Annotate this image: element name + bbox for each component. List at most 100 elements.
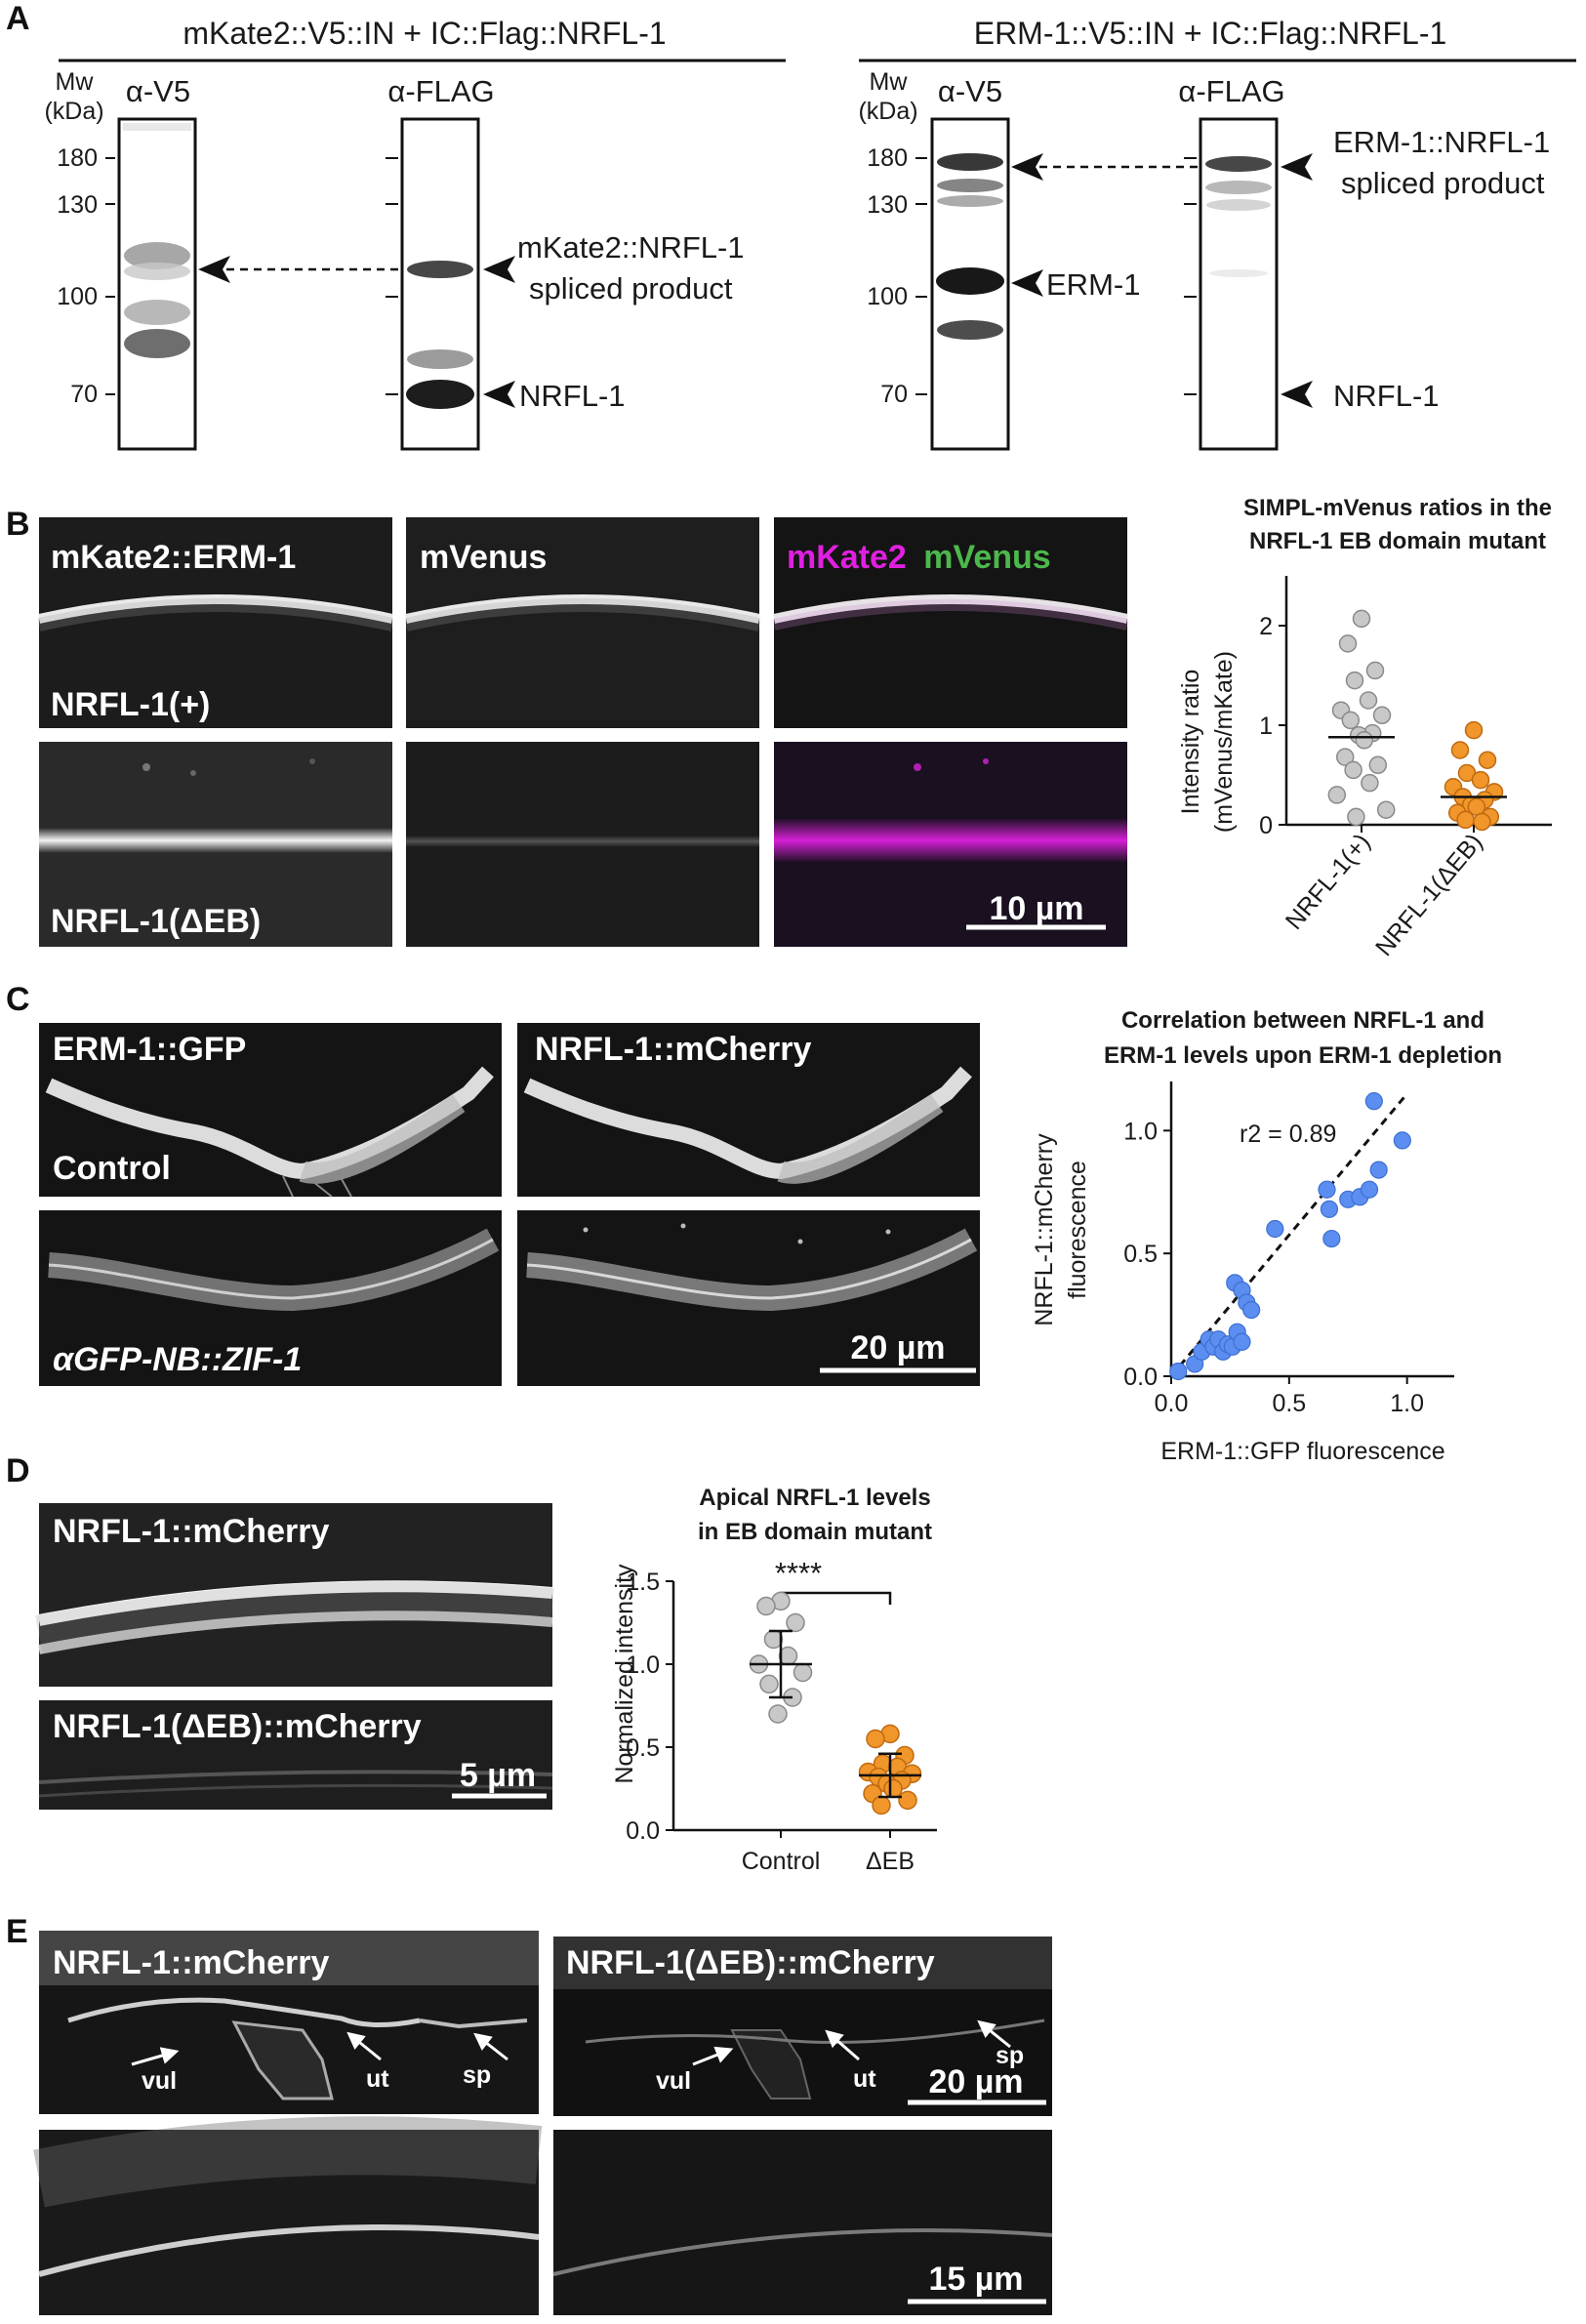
chart-c-title-2: ERM-1 levels upon ERM-1 depletion xyxy=(1104,1042,1502,1069)
micrograph-b-row1-merge xyxy=(772,517,1129,728)
arrowhead-right-lane1 xyxy=(1011,153,1043,181)
marker-70: 70 xyxy=(70,381,98,408)
d-row-label-deb: NRFL-1(ΔEB)::mCherry xyxy=(53,1708,422,1745)
marker-r-180: 180 xyxy=(867,144,908,172)
chart-c-ytick-label: 0.0 xyxy=(1123,1364,1158,1391)
chart-b-point xyxy=(1471,770,1490,790)
c-row-label-control: Control xyxy=(53,1150,171,1187)
chart-d-ylabel: Normalized intensity xyxy=(611,1564,638,1784)
b-col-label-mkate-erm1: mKate2::ERM-1 xyxy=(51,539,296,576)
e-title-control: NRFL-1::mCherry xyxy=(53,1944,329,1981)
b-col-label-mvenus: mVenus xyxy=(420,539,547,576)
arrowhead-erm1 xyxy=(1011,269,1043,297)
blot-left-header: mKate2::V5::IN + IC::Flag::NRFL-1 xyxy=(183,16,666,51)
panel-label-b: B xyxy=(6,506,30,543)
marker-r-130: 130 xyxy=(867,191,908,219)
chart-b-point xyxy=(1344,760,1362,780)
chart-b-point xyxy=(1345,671,1364,690)
chart-c-point xyxy=(1233,1332,1251,1351)
micrograph-b-row2-mvenus xyxy=(406,742,759,947)
chart-c-point xyxy=(1318,1180,1336,1199)
blot-right-spliced-label-2: spliced product xyxy=(1341,166,1545,200)
blot-left-lane-v5: α-V5 xyxy=(126,74,190,108)
chart-c-ylabel-2: fluorescence xyxy=(1064,1161,1091,1299)
micrograph-e-control-top xyxy=(39,1931,539,2114)
chart-c-xtick-label: 1.0 xyxy=(1390,1390,1424,1417)
chart-b-point xyxy=(1355,731,1374,750)
micrograph-d-deb xyxy=(38,1700,553,1810)
chart-d-point xyxy=(872,1795,891,1815)
blot-left-spliced-label-1: mKate2::NRFL-1 xyxy=(517,230,745,265)
chart-d-significance: **** xyxy=(775,1556,822,1590)
chart-b-point xyxy=(1368,755,1388,775)
chart-b-point xyxy=(1341,711,1361,730)
chart-b-point xyxy=(1361,773,1379,793)
chart-c-point xyxy=(1266,1219,1284,1239)
marker-130: 130 xyxy=(57,191,98,219)
chart-d-ytick-label: 1.5 xyxy=(626,1569,660,1596)
chart-c-point xyxy=(1360,1180,1379,1199)
panel-label-a: A xyxy=(6,0,30,37)
c-col-label-nrfl1-mcherry: NRFL-1::mCherry xyxy=(535,1031,811,1068)
marker-r-100: 100 xyxy=(867,283,908,310)
micrograph-b-row1-mvenus xyxy=(404,517,761,728)
chart-d-point xyxy=(756,1596,776,1616)
chart-d-title-2: in EB domain mutant xyxy=(698,1519,932,1545)
blot-right-lane-flag: α-FLAG xyxy=(1178,74,1284,108)
chart-d-point xyxy=(898,1790,917,1811)
blot-right-lane2-strip xyxy=(1184,117,1279,451)
micrograph-c-depleted-gfp xyxy=(39,1210,502,1386)
marker-100: 100 xyxy=(57,283,98,310)
micrograph-d-control xyxy=(35,1503,554,1687)
micrograph-c-control-gfp xyxy=(39,1023,502,1198)
chart-c-point xyxy=(1393,1131,1411,1150)
chart-b-point xyxy=(1327,786,1347,804)
chart-b-point xyxy=(1473,812,1491,832)
blot-left-lane1-strip xyxy=(117,117,197,451)
blot-left-lane-flag: α-FLAG xyxy=(387,74,494,108)
d-row-label-control: NRFL-1::mCherry xyxy=(53,1513,329,1550)
b-scale-label: 10 µm xyxy=(989,890,1083,927)
blot-left-spliced-label-2: spliced product xyxy=(529,271,733,306)
e-label-vul-right: vul xyxy=(656,2067,691,2095)
chart-b-point xyxy=(1347,807,1365,827)
micrograph-b-row1-mkate xyxy=(37,517,394,728)
chart-c-ytick-label: 0.5 xyxy=(1123,1241,1158,1268)
e-label-ut-right: ut xyxy=(853,2065,876,2093)
arrowhead-spliced-right xyxy=(1281,153,1313,181)
chart-d-point xyxy=(786,1612,805,1633)
blot-right-lane1-strip xyxy=(930,117,1010,451)
chart-b-title-1: SIMPL-mVenus ratios in the xyxy=(1243,495,1552,521)
c-scale-label: 20 µm xyxy=(850,1329,945,1366)
chart-d-point xyxy=(768,1704,788,1724)
panel-label-c: C xyxy=(6,981,30,1018)
chart-b-ytick-label: 0 xyxy=(1259,812,1273,839)
blot-left-lane2-strip xyxy=(386,117,480,451)
c-col-label-erm1-gfp: ERM-1::GFP xyxy=(53,1031,246,1068)
b-row-label-nrfl1-deb: NRFL-1(ΔEB) xyxy=(51,903,261,940)
blot-right-erm1-label: ERM-1 xyxy=(1046,267,1140,302)
chart-b-point xyxy=(1464,720,1484,740)
e-label-ut-left: ut xyxy=(366,2065,389,2093)
e-label-sp-left: sp xyxy=(463,2061,491,2089)
e-title-deb: NRFL-1(ΔEB)::mCherry xyxy=(566,1944,935,1981)
chart-c-ylabel-1: NRFL-1::mCherry xyxy=(1031,1133,1058,1326)
micrograph-c-depleted-mcherry xyxy=(517,1210,980,1386)
chart-d-ytick-label: 1.0 xyxy=(626,1651,660,1679)
chart-c-point xyxy=(1320,1200,1339,1218)
blot-right-header: ERM-1::V5::IN + IC::Flag::NRFL-1 xyxy=(974,16,1447,51)
marker-r-70: 70 xyxy=(880,381,908,408)
chart-c-point xyxy=(1242,1300,1261,1320)
panel-label-d: D xyxy=(6,1452,30,1489)
chart-d-title-1: Apical NRFL-1 levels xyxy=(699,1485,930,1511)
arrowhead-nrfl1-right xyxy=(1281,381,1313,408)
chart-c-xlabel: ERM-1::GFP fluorescence xyxy=(1160,1438,1444,1465)
e-label-sp-right: sp xyxy=(996,2042,1024,2069)
chart-c: Correlation between NRFL-1 and ERM-1 lev… xyxy=(1031,1007,1502,1465)
chart-d-xtick-label: ΔEB xyxy=(866,1848,915,1875)
blot-right-spliced-label-1: ERM-1::NRFL-1 xyxy=(1333,125,1550,159)
chart-c-point xyxy=(1169,1362,1188,1381)
chart-c-point xyxy=(1364,1092,1383,1111)
d-scale-label: 5 µm xyxy=(460,1757,536,1794)
